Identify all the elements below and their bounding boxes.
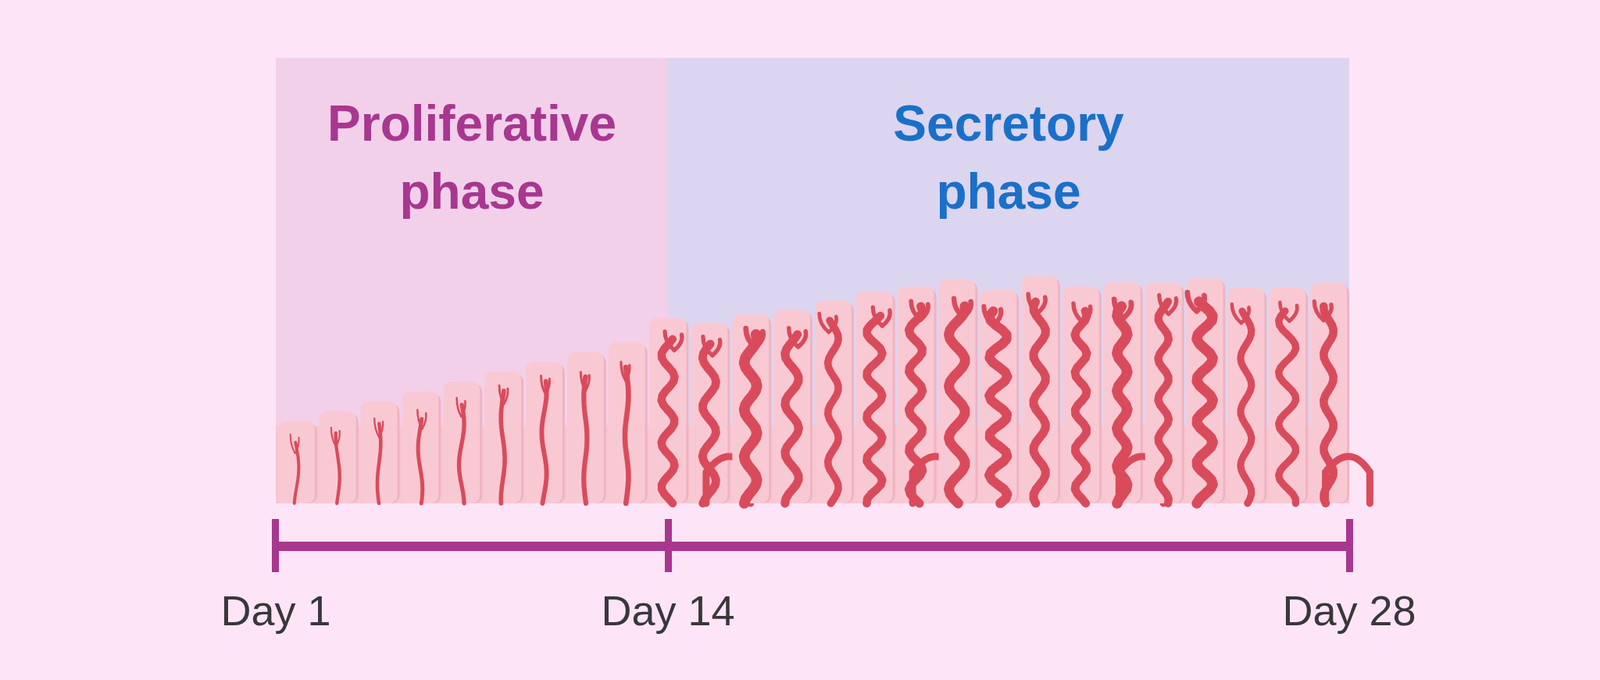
endometrium-tissue <box>275 275 1370 504</box>
phase-title: Secretory phase <box>860 89 1158 226</box>
day-label: Day 28 <box>1282 585 1416 635</box>
day-label: Day 1 <box>220 585 331 635</box>
phase-title: Proliferative phase <box>300 89 644 226</box>
day-label: Day 14 <box>600 585 735 635</box>
phase-band: Secretory phase <box>667 57 1350 504</box>
timeline-axis <box>271 518 1354 572</box>
phase-band: Proliferative phase <box>275 57 668 504</box>
